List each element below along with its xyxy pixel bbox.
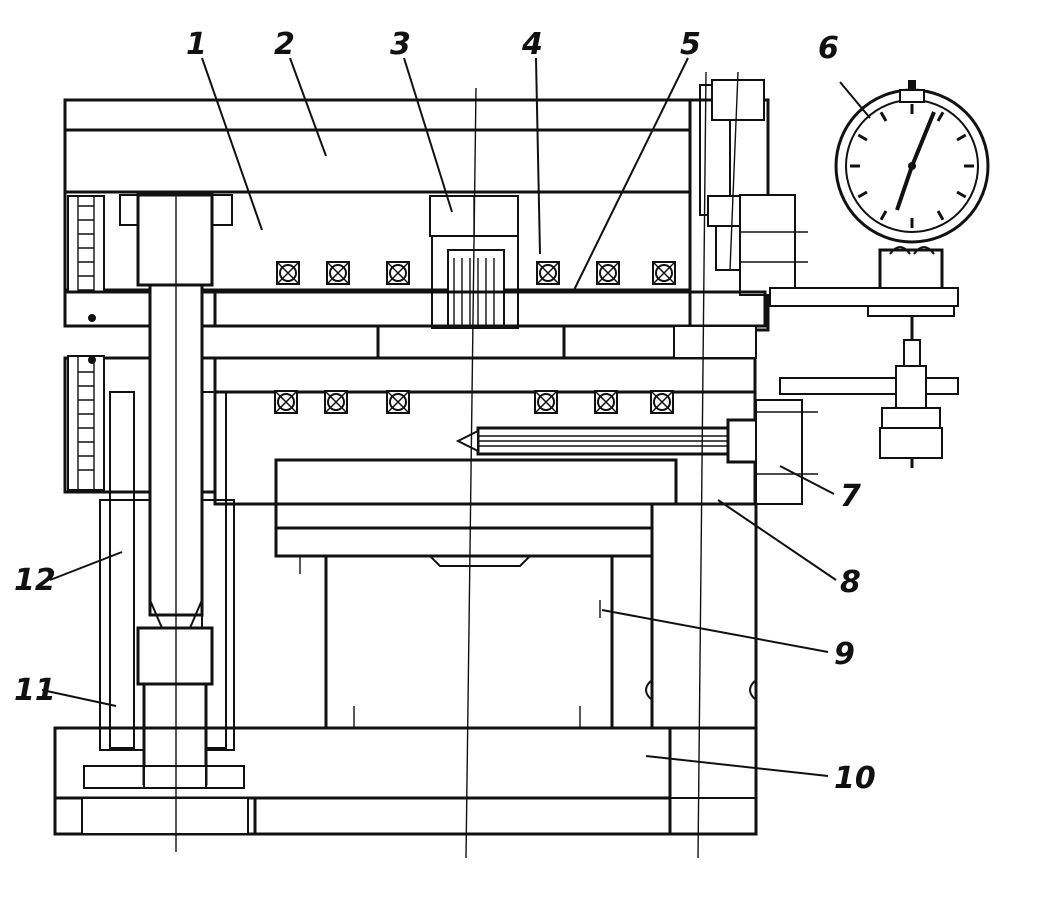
dial-indicator	[769, 80, 990, 367]
label-2: 2	[274, 27, 295, 62]
label-12: 12	[14, 563, 56, 598]
lower-insulation-layer	[274, 458, 678, 530]
lower-stripper-plate	[213, 325, 757, 394]
label-1: 1	[186, 27, 207, 62]
support-column	[299, 554, 614, 730]
dial-tick	[936, 210, 945, 221]
lower-ball-row	[274, 390, 674, 414]
upper-punch	[431, 235, 519, 329]
right-pillar	[645, 502, 758, 730]
indicator-lower-bracket	[779, 365, 959, 468]
label-8: 8	[840, 565, 861, 600]
dial-tick	[956, 190, 967, 199]
label-7: 7	[840, 479, 861, 514]
heater-connector-bracket	[755, 399, 818, 505]
label-4: 4	[521, 27, 543, 62]
dial-ticks	[850, 104, 974, 228]
dial-tick	[857, 133, 868, 142]
dial-tick	[956, 133, 967, 142]
label-5: 5	[680, 27, 701, 62]
top-plate	[63, 98, 692, 132]
lower-guide-housing	[63, 355, 217, 494]
upper-insulation-layer	[63, 128, 692, 194]
dial-tick	[936, 111, 945, 122]
centre-lines	[175, 71, 739, 859]
dial-tick	[879, 210, 888, 221]
workpiece-strip	[376, 324, 566, 360]
heater-rod	[455, 418, 788, 464]
label-11: 11	[14, 673, 56, 708]
part-labels: 1 2 3 4 5 6 7 8 9 10 11 12	[14, 27, 876, 796]
label-9: 9	[834, 637, 855, 672]
dial-tick	[857, 190, 868, 199]
label-6: 6	[818, 31, 839, 66]
dial-tick	[879, 111, 888, 122]
base-plate	[53, 726, 758, 836]
label-3: 3	[390, 27, 411, 62]
label-10: 10	[834, 761, 876, 796]
leader-lines	[41, 57, 871, 777]
guide-pillar	[136, 193, 214, 786]
lower-backing-plate	[274, 526, 678, 558]
